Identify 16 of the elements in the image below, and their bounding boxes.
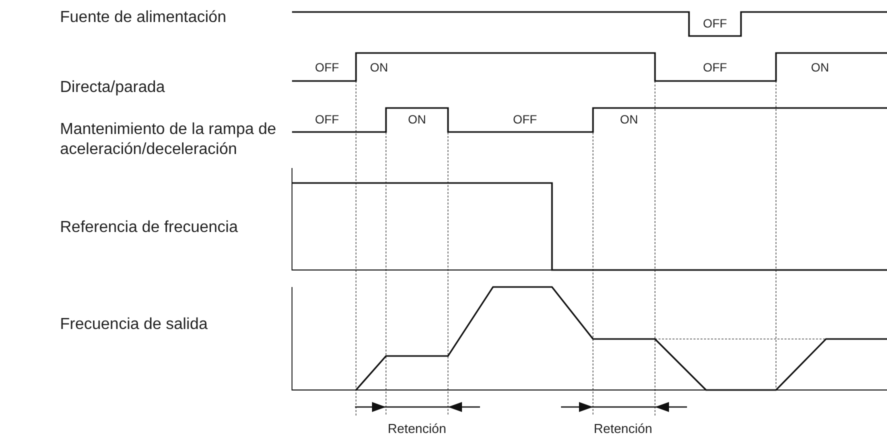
signal-label: Fuente de alimentación bbox=[60, 8, 226, 28]
hold-time-label: Retención bbox=[594, 420, 652, 438]
signal-label: Frecuencia de salida bbox=[60, 315, 208, 335]
state-label: ON bbox=[620, 112, 638, 128]
signal-label: Directa/parada bbox=[60, 78, 165, 98]
state-label: OFF bbox=[703, 16, 727, 32]
state-label: OFF bbox=[513, 112, 537, 128]
state-label: OFF bbox=[315, 112, 339, 128]
signal-label: Mantenimiento de la rampa de aceleración/deceleración bbox=[60, 120, 278, 160]
state-label: ON bbox=[408, 112, 426, 128]
state-label: ON bbox=[370, 60, 388, 76]
state-label: ON bbox=[811, 60, 829, 76]
hold-time-label: Retención bbox=[388, 420, 446, 438]
signal-label: Referencia de frecuencia bbox=[60, 218, 238, 238]
state-label: OFF bbox=[703, 60, 727, 76]
state-label: OFF bbox=[315, 60, 339, 76]
